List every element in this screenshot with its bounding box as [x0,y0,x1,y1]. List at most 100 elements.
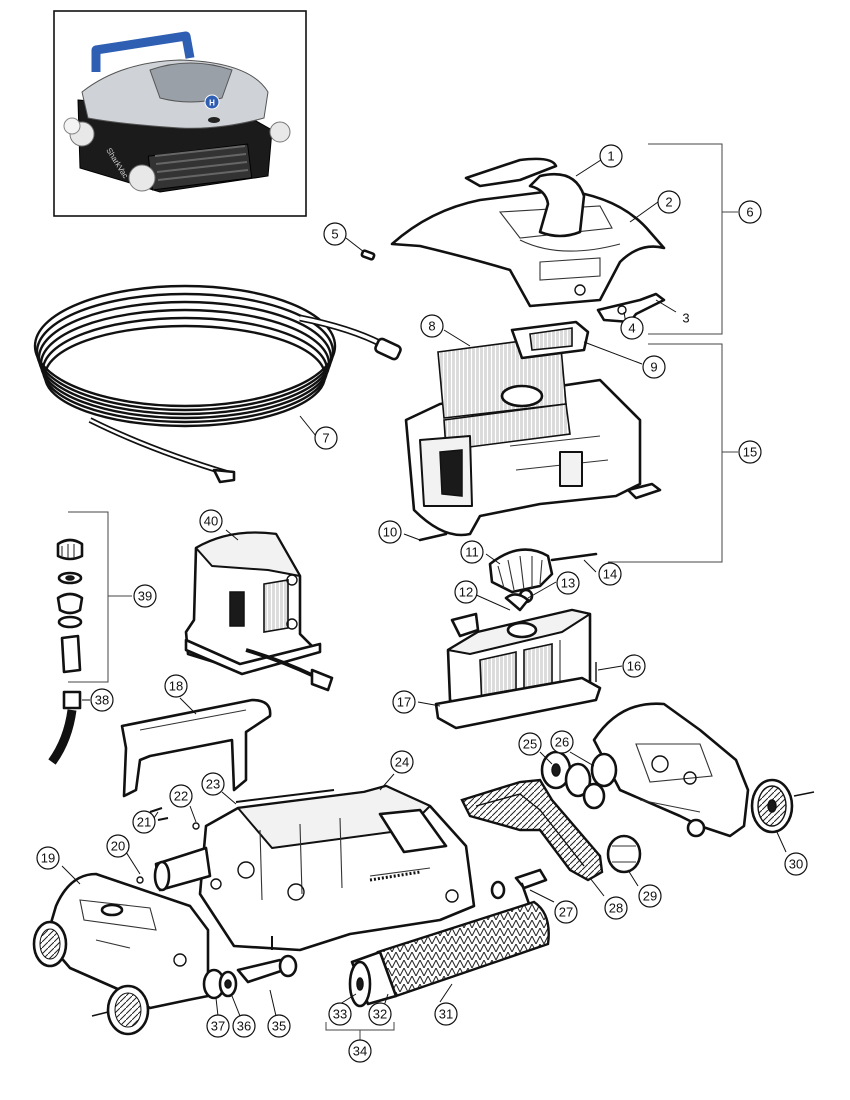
callout-label: 21 [137,815,151,830]
part-swivel-oring [57,615,83,629]
swivel-parts-stack [48,538,84,765]
callout-33: 33 [328,1002,352,1026]
callout-31: 31 [434,1002,458,1026]
callout-26: 26 [550,730,574,754]
callout-13: 13 [556,571,580,595]
part-cover-latch-ring [528,172,586,238]
callout-label: 7 [322,431,329,446]
callout-4: 4 [620,316,644,340]
part-top-grip [464,157,558,188]
part-drive-gear-26 [582,752,618,810]
callout-label: 35 [272,1019,286,1034]
part-swivel-nut [56,592,84,615]
part-chassis [153,784,476,952]
part-bearing-36 [218,970,238,998]
product-inset: H SharkVac [53,10,307,217]
part-impeller-shaft [550,552,598,562]
callout-32: 32 [368,1002,392,1026]
callout-label: 28 [609,901,623,916]
part-screw-5 [360,249,376,261]
callout-label: 25 [523,737,537,752]
callout-label: 40 [204,514,218,529]
callout-label: 6 [746,205,753,220]
callout-label: 29 [643,889,657,904]
callout-label: 12 [459,585,473,600]
callout-2: 2 [657,190,681,214]
callout-40: 40 [199,509,223,533]
callout-35: 35 [267,1014,291,1038]
callout-label: 9 [650,360,657,375]
part-38-connector [62,690,82,710]
callout-label: 19 [41,851,55,866]
callout-24: 24 [390,750,414,774]
callout-label: 15 [743,445,757,460]
callout-label: 23 [206,777,220,792]
inset-wheel [128,164,156,192]
part-track [460,778,604,882]
callout-39: 39 [133,584,157,608]
callout-label: 16 [627,659,641,674]
part-impeller [488,548,554,594]
callout-7: 7 [314,426,338,450]
callout-36: 36 [232,1014,256,1038]
callout-27: 27 [554,900,578,924]
part-brush-roller [348,900,550,1008]
part-rod-23 [235,789,335,803]
bracket-group-15 [608,343,738,563]
callout-label: 24 [395,755,409,770]
bracket-group-34 [325,1022,395,1040]
inset-handle [91,31,195,72]
callout-label: 30 [789,857,803,872]
callout-10: 10 [378,520,402,544]
part-wheel-left-front [32,920,68,968]
part-top-cover [390,188,666,308]
callout-label: 38 [95,693,109,708]
callout-label: 20 [111,839,125,854]
callout-label: 2 [665,195,672,210]
part-axle-35 [236,936,298,984]
callout-23: 23 [201,772,225,796]
callout-label: 5 [331,227,338,242]
bracket-group-39 [68,511,132,683]
part-pin-10 [418,532,448,542]
callout-label: 31 [439,1007,453,1022]
callout-14: 14 [598,562,622,586]
impeller-assembly [450,548,598,638]
callout-label: 3 [682,311,689,326]
callout-3: 3 [682,311,689,326]
callout-17: 17 [392,690,416,714]
part-drive-gear-29 [606,834,642,874]
callout-label: 17 [397,695,411,710]
callout-label: 32 [373,1007,387,1022]
inset-wheel [63,117,81,135]
callout-15: 15 [738,440,762,464]
callout-12: 12 [454,580,478,604]
callout-11: 11 [460,540,484,564]
callout-label: 10 [383,525,397,540]
part-clip [596,292,666,324]
part-motor-base [434,676,602,730]
callout-label: 37 [211,1019,225,1034]
motor-box-assembly [434,608,602,730]
bracket-group-6 [648,143,738,335]
inset-logo-letter: H [209,99,215,108]
callout-30: 30 [784,852,808,876]
callout-8: 8 [420,314,444,338]
inset-wheel [269,121,291,143]
callout-29: 29 [638,884,662,908]
callout-label: 34 [353,1044,367,1059]
top-cover-assembly [390,157,666,308]
callout-label: 27 [559,905,573,920]
callout-19: 19 [36,846,60,870]
part-side-panel-left [44,872,210,1010]
callout-label: 8 [428,319,435,334]
callout-18: 18 [164,674,188,698]
part-handle [120,698,272,798]
callout-label: 26 [555,735,569,750]
callout-9: 9 [642,355,666,379]
callout-20: 20 [106,834,130,858]
callout-22: 22 [169,784,193,808]
callout-1: 1 [599,144,623,168]
callout-34: 34 [348,1039,372,1063]
